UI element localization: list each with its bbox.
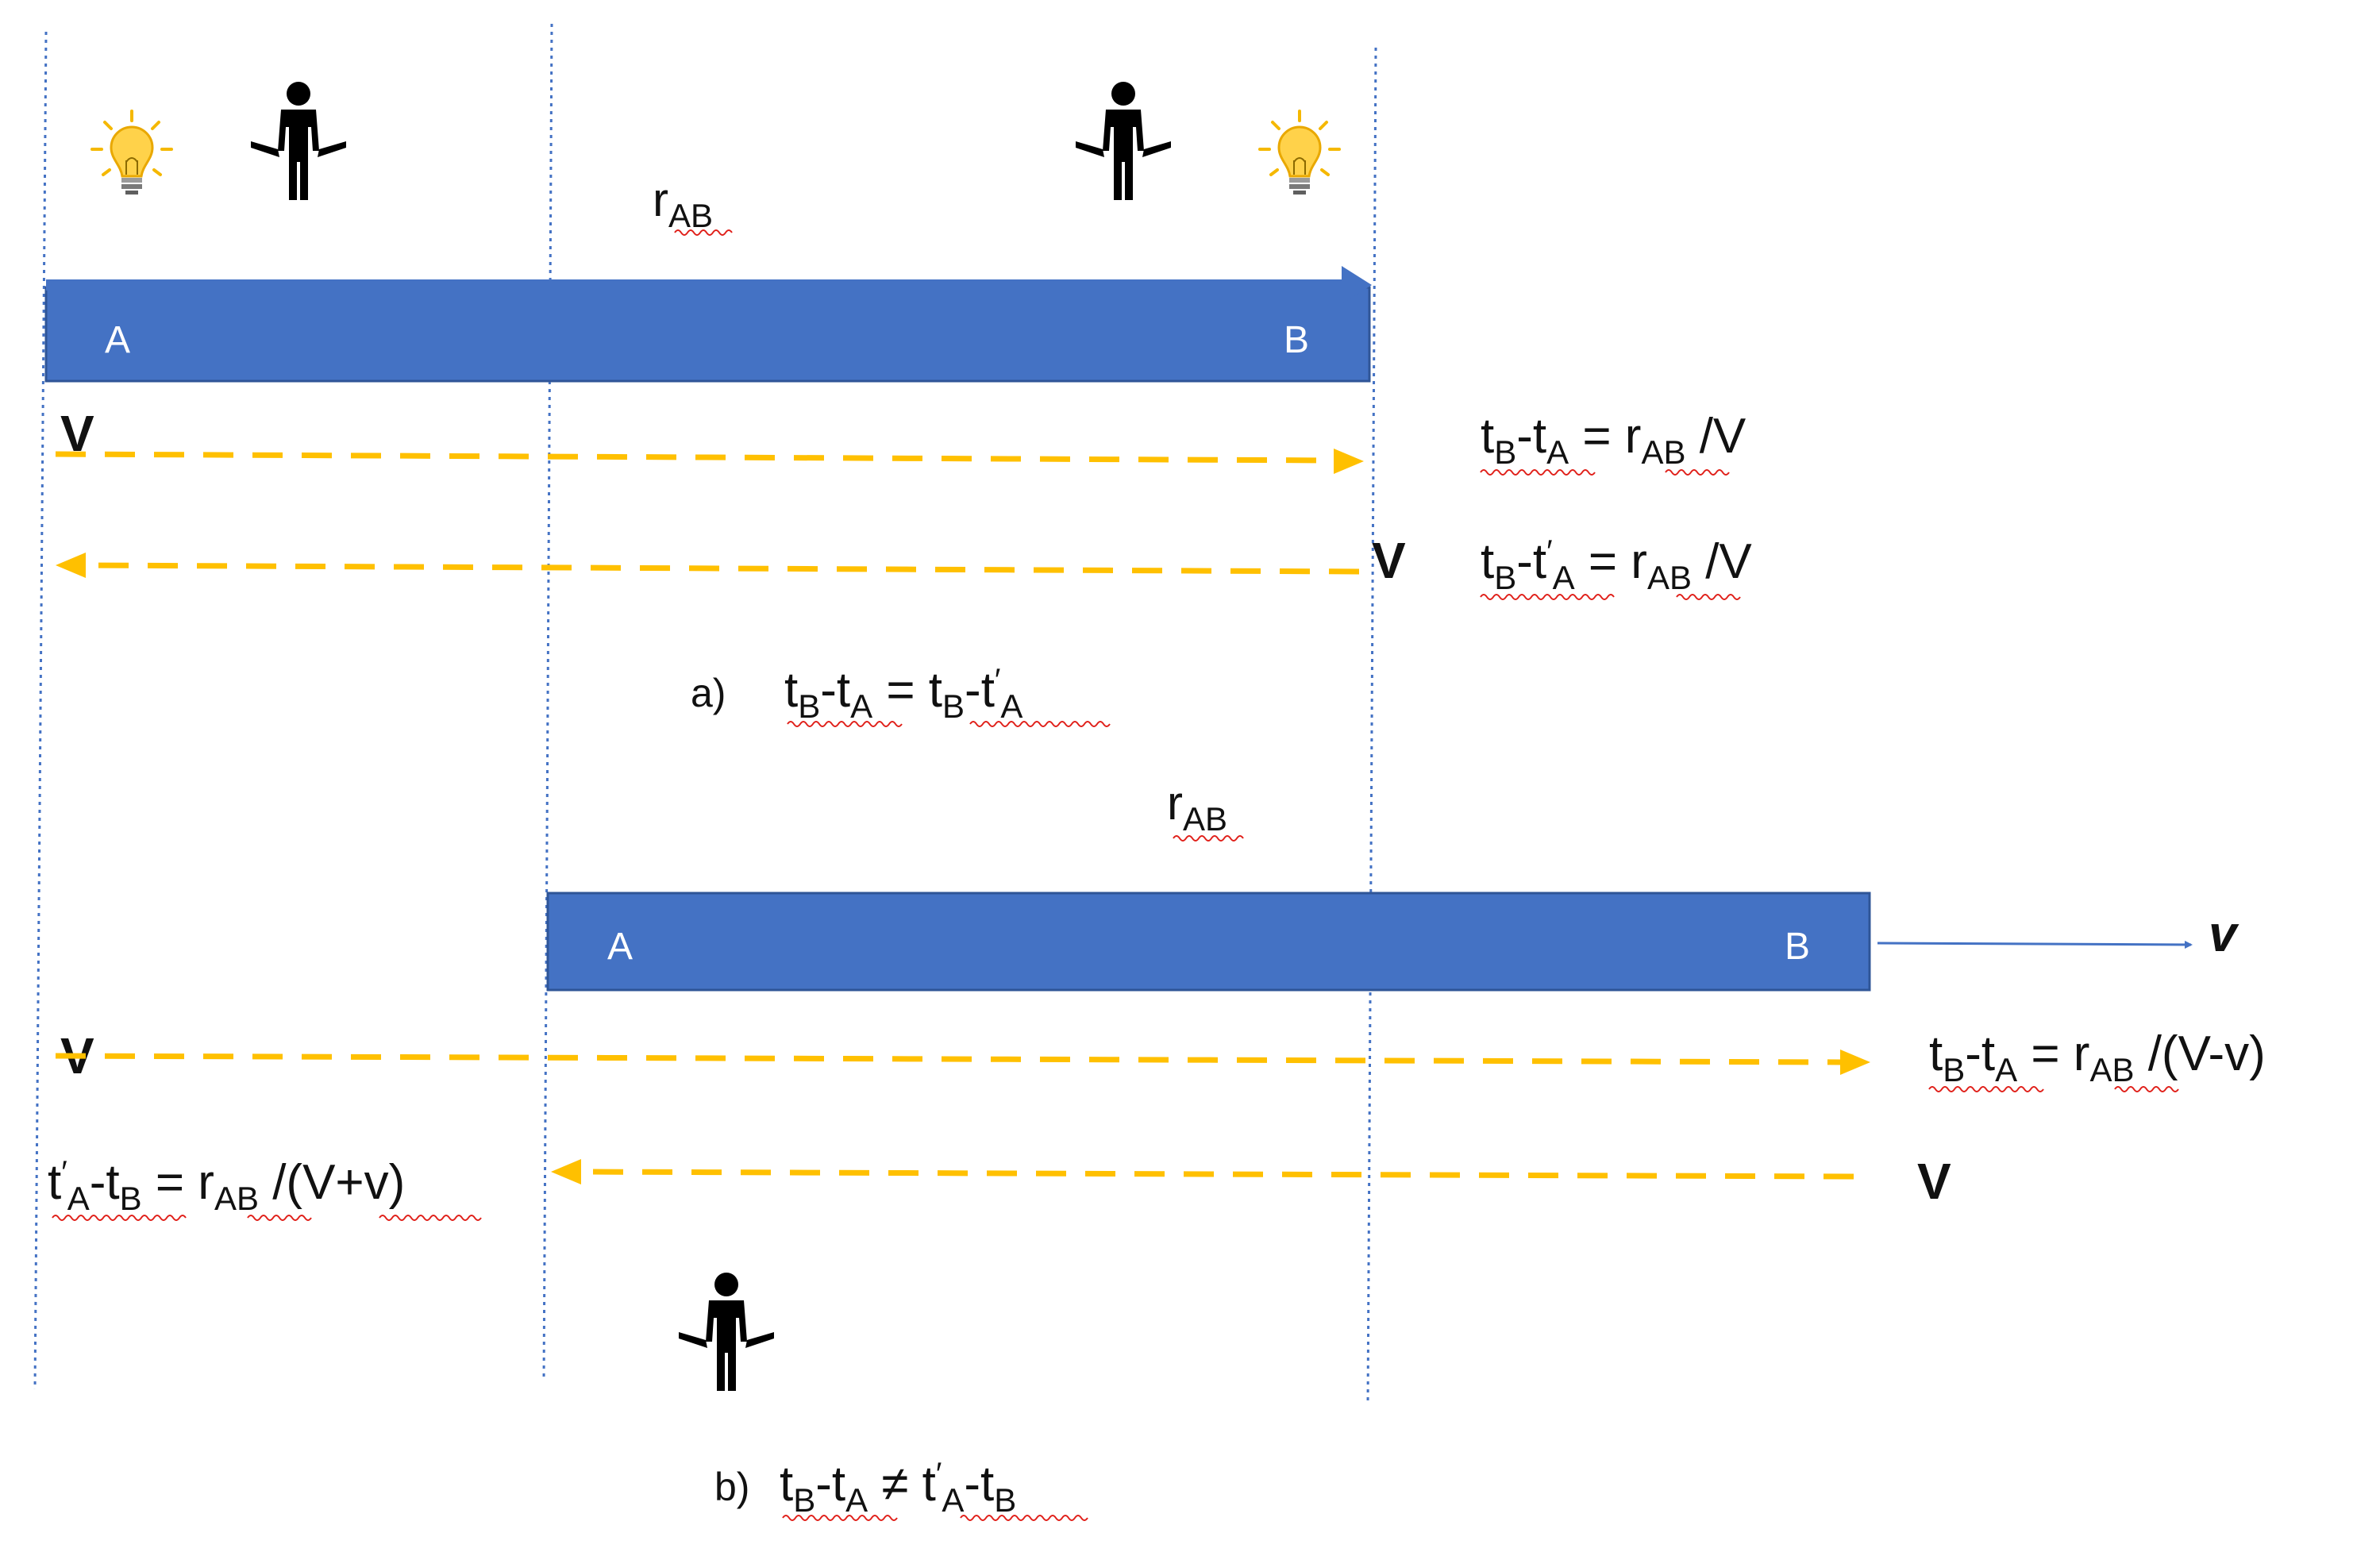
rod-end-a-label: A [105, 319, 130, 361]
rod-end-b-label: B [1284, 319, 1309, 361]
caption-a: a)tB-tA = tB-t′A [691, 663, 1022, 725]
guide-line-right [1366, 47, 1377, 1406]
signal-arrow-forward-a [55, 451, 1338, 464]
equation-return-b: t′A-tB = rAB /(V+v) [48, 1155, 405, 1217]
equation-forward-b: tB-tA = rAB /(V-v) [1929, 1026, 2266, 1088]
signal-speed-label: V [1917, 1153, 1951, 1210]
signal-arrowhead [551, 1159, 581, 1184]
spellcheck-underline [960, 1515, 1088, 1521]
spellcheck-underline [2114, 1086, 2179, 1092]
lightbulb-icon [91, 110, 173, 196]
spellcheck-underline [1928, 1086, 2044, 1092]
person-icon [251, 82, 346, 200]
person-icon [1076, 82, 1171, 200]
signal-arrowhead [1840, 1050, 1870, 1075]
spellcheck-underline [1676, 594, 1741, 600]
spellcheck-underline [247, 1215, 312, 1221]
spellcheck-underline [1480, 594, 1615, 600]
spellcheck-underline [782, 1515, 898, 1521]
caption-b: b) tB-tA ≠ t′A-tB [714, 1457, 1016, 1519]
rod-bar-a [44, 286, 1371, 383]
signal-arrow-return-a [83, 562, 1360, 575]
person-icon [679, 1273, 774, 1391]
signal-arrowhead [56, 553, 86, 578]
spellcheck-underline [1173, 835, 1244, 842]
rod-velocity-arrow [1877, 940, 2193, 949]
rod-end-a-label: A [607, 926, 633, 968]
signal-arrow-return-b [580, 1169, 1854, 1180]
spellcheck-underline [674, 229, 733, 236]
equation-forward-a: tB-tA = rAB /V [1481, 409, 1746, 471]
distance-label-b: rAB [1167, 776, 1227, 838]
signal-arrow-forward-b [55, 1053, 1843, 1065]
signal-arrowhead [1334, 449, 1364, 474]
signal-speed-label: V [1372, 532, 1406, 589]
spellcheck-underline [787, 721, 903, 727]
spellcheck-underline [969, 721, 1111, 727]
equation-return-a: tB-t′A = rAB /V [1481, 534, 1752, 596]
spellcheck-underline [1480, 469, 1596, 476]
rod-bar-b [546, 892, 1871, 992]
guide-line-middle [542, 23, 553, 1382]
spellcheck-underline [52, 1215, 187, 1221]
rod-end-b-label: B [1785, 926, 1810, 968]
lightbulb-icon [1258, 110, 1341, 196]
spellcheck-underline [379, 1215, 482, 1221]
rod-top-arrow-a [46, 266, 1372, 304]
distance-label-a: rAB [653, 173, 713, 234]
guide-line-left [33, 31, 48, 1390]
rod-velocity-label: v [2209, 905, 2239, 962]
spellcheck-underline [1665, 469, 1730, 476]
